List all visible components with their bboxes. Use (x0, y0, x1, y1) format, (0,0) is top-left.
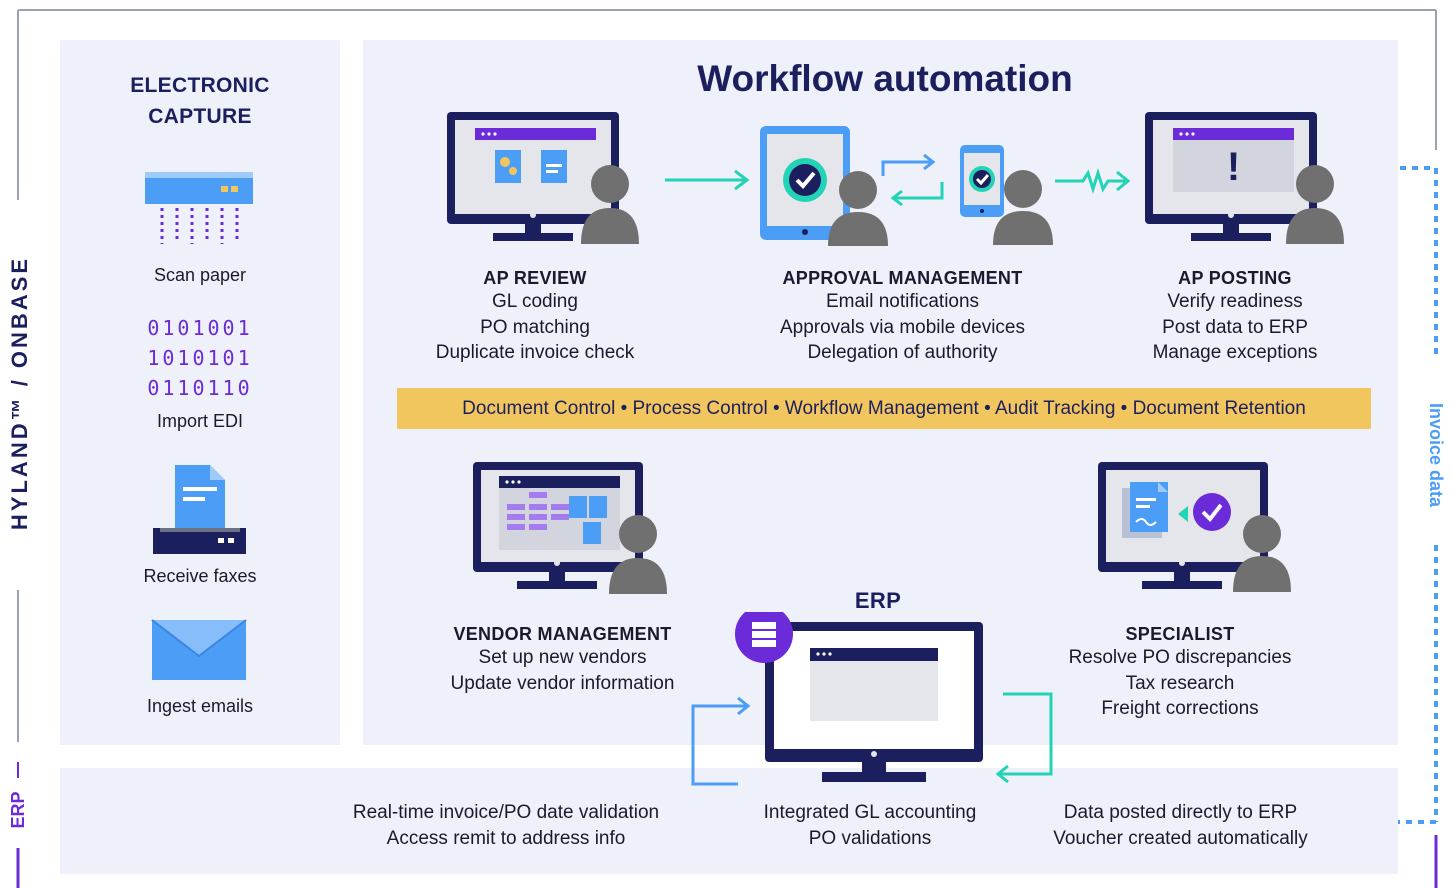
erp-loop-arrows (691, 692, 1053, 786)
scan-caption: Scan paper (153, 265, 247, 285)
exchange-icon (881, 154, 944, 206)
erp-monitor (735, 612, 983, 782)
erp-center-text: Integrated GL accounting PO validations (763, 802, 977, 849)
arrow-right-icon (665, 169, 750, 191)
approval-tablet (760, 126, 888, 246)
fax-icon (153, 465, 246, 554)
ap-review-text: AP REVIEW GL coding PO matching Duplicat… (400, 268, 670, 366)
workflow-title: Workflow automation (697, 58, 1073, 99)
approval-title: APPROVAL MANAGEMENT (782, 268, 1023, 288)
brand-label: HYLAND™ / ONBASE (7, 255, 32, 531)
specialist-text: SPECIALIST Resolve PO discrepancies Tax … (1040, 624, 1320, 722)
pulse-arrow-icon (1055, 168, 1131, 194)
erp-panel (60, 768, 1398, 874)
specialist-title: SPECIALIST (1125, 624, 1235, 644)
erp-left-text: Real-time invoice/PO date validation Acc… (352, 802, 660, 849)
scanner-icon (145, 172, 253, 244)
approval-text: APPROVAL MANAGEMENT Email notifications … (740, 268, 1065, 366)
erp-title: ERP (854, 588, 902, 613)
capabilities-banner: Document Control • Process Control • Wor… (397, 388, 1371, 429)
ap-review-title: AP REVIEW (483, 268, 587, 288)
approval-phone (960, 145, 1053, 245)
alert-glyph: ! (1226, 145, 1241, 189)
email-caption: Ingest emails (146, 696, 254, 716)
ap-posting-monitor (1145, 112, 1344, 244)
ap-posting-text: AP POSTING Verify readiness Post data to… (1110, 268, 1360, 366)
erp-side-label: ERP (8, 791, 28, 829)
vendor-text: VENDOR MANAGEMENT Set up new vendors Upd… (420, 624, 705, 696)
edi-binary: 0101001 1010101 0110110 (147, 316, 253, 400)
email-icon (151, 619, 247, 680)
vendor-monitor (473, 462, 667, 594)
ap-posting-title: AP POSTING (1178, 268, 1292, 288)
vendor-title: VENDOR MANAGEMENT (453, 624, 672, 644)
fax-caption: Receive faxes (143, 566, 257, 586)
ap-review-monitor (447, 112, 639, 244)
capture-title: ELECTRONIC CAPTURE (130, 74, 270, 128)
specialist-monitor (1098, 462, 1291, 592)
import-caption: Import EDI (156, 411, 244, 431)
erp-right-text: Data posted directly to ERP Voucher crea… (1053, 802, 1308, 849)
invoice-data-label: Invoice data (1426, 402, 1446, 508)
